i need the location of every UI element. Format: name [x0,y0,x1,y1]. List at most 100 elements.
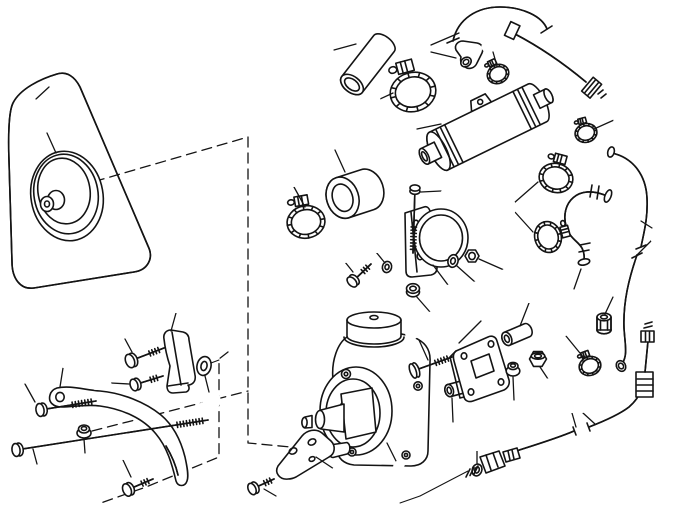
callout-leader [415,295,431,313]
callout-leader [263,488,277,497]
callout-leader [379,92,394,100]
part-nut-32 [464,249,480,263]
part-hose-clamp [531,216,573,255]
part-bolt [124,346,165,369]
part-bolt [408,355,453,379]
callout-leader [582,412,596,425]
callout-leader [519,302,530,327]
callout-leader [430,51,457,59]
part-bolt [121,477,154,497]
part-support-arm [48,386,189,487]
callout-26: 26 [568,397,586,415]
callout-13: 13 [29,464,47,482]
callout-27: 27 [410,42,428,60]
callout-2: 2 [172,297,181,315]
callout-32: 32 [502,268,520,286]
callout-20: 20 [35,116,53,134]
callout-17: 17 [562,289,580,307]
assembly-boundary-dashes [78,136,469,505]
callout-leader [110,382,130,385]
part-hose-clamp [382,55,440,117]
callout-1: 1 [449,422,458,440]
callout-leader [430,32,460,46]
callout-37: 37 [397,123,415,141]
part-drive-belt [7,72,152,289]
part-power-steering-pump [301,311,431,467]
callout-19: 19 [314,44,332,62]
callout-leader [344,261,354,273]
callout-leader [513,210,534,233]
part-nut-14 [528,350,548,368]
callout-31: 31 [507,400,525,418]
callout-leader [59,367,64,388]
callout-leader [46,132,57,154]
callout-leader [293,186,306,208]
callout-8: 8 [277,493,286,511]
bolts-layer [11,184,453,497]
callout-leader [418,339,429,361]
callout-39: 39 [551,320,569,338]
part-bracket-2 [163,329,197,394]
callout-leader [478,258,505,271]
part-plate-11 [275,429,335,480]
callout-4: 4 [58,352,68,370]
callout-15: 15 [18,99,36,117]
callout-leader [451,397,454,423]
part-hose-19 [339,33,396,96]
part-washer-24 [381,260,393,274]
callout-leader [456,265,476,283]
callout-14: 14 [543,378,562,396]
part-bolt [409,184,421,254]
callout-leader [170,312,177,332]
callout-leader [83,438,86,454]
part-nut-31 [505,361,521,377]
callout-leader [333,43,357,51]
part-steel-tube [503,20,607,99]
callout-leader [420,190,442,193]
callout-38: 38 [496,199,514,217]
callout-leader [315,456,335,470]
callout-leader [334,149,346,173]
callout-leader [386,442,397,462]
part-hose-clamp [536,151,579,197]
part-cooler [418,82,554,172]
part-bracket-3 [449,335,511,403]
callout-leader [492,51,498,67]
part-nut-9 [76,424,92,439]
part-hose-clamp [571,115,599,145]
callout-21: 21 [427,311,445,329]
callout-leader [124,338,133,353]
callout-9: 9 [80,453,89,471]
callout-leader [458,320,482,344]
callout-34: 34 [407,324,426,342]
part-hose-26 [465,321,655,478]
callout-leader [432,264,449,286]
callout-33: 33 [92,374,110,392]
callout-leader [122,459,132,478]
part-hose-clamp [283,193,328,242]
callout-22: 22 [324,133,342,151]
callout-5: 5 [611,281,620,299]
callout-leader [375,251,386,264]
part-bolt [129,374,164,392]
callout-36: 36 [331,247,349,265]
callout-leader [513,181,539,204]
part-bolt [346,263,372,288]
callout-18: 18 [652,226,670,244]
callout-39: 39 [483,36,501,54]
part-clamp-bracket-25 [404,205,469,278]
hose-clamps-layer [283,55,604,379]
callout-leader [636,239,653,256]
part-nut-21 [405,282,421,298]
callout-leader [539,366,549,380]
callout-11: 11 [333,465,350,483]
callout-leader [573,268,582,290]
callout-leader [35,86,50,100]
callout-30: 30 [110,444,128,462]
part-hose-clamp [574,348,603,379]
part-pulley [29,150,105,242]
callout-24: 24 [362,237,381,255]
part-spacer-12 [501,322,533,347]
